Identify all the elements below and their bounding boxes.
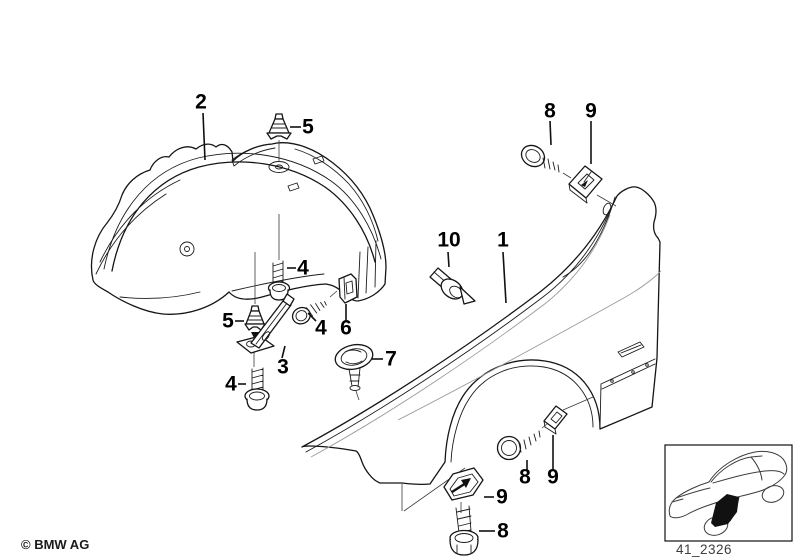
front-fender-drawing — [301, 186, 662, 486]
clip-nut-9-top — [568, 165, 603, 204]
car-location-inset — [664, 444, 793, 542]
diagram-code: 41_2326 — [676, 542, 733, 557]
callout-part-3[interactable]: 3 — [277, 355, 289, 379]
callout-part-5-mid[interactable]: 5 — [222, 309, 234, 333]
callout-part-6[interactable]: 6 — [340, 316, 352, 340]
callout-part-4-angled[interactable]: 4 — [315, 316, 327, 340]
callout-part-9-mid[interactable]: 9 — [547, 465, 559, 489]
screw-4-angled — [291, 301, 327, 325]
callout-part-8-top[interactable]: 8 — [544, 99, 556, 123]
screw-8-top — [520, 144, 560, 173]
clip-nut-9-mid — [543, 405, 568, 435]
clip-nut-6 — [338, 273, 358, 304]
wheel-arch-liner-drawing — [90, 142, 387, 315]
rivet-10 — [429, 267, 476, 305]
callout-part-9-top[interactable]: 9 — [585, 99, 597, 123]
screw-8-mid — [496, 430, 541, 461]
screw-4-lower — [244, 367, 270, 411]
callout-part-4-upper[interactable]: 4 — [297, 256, 309, 280]
plug-7 — [334, 343, 374, 391]
callout-part-9-bottom[interactable]: 9 — [496, 485, 508, 509]
car-thumbnail — [668, 450, 788, 536]
callout-part-8-bottom[interactable]: 8 — [497, 519, 509, 543]
screw-8-bottom — [449, 505, 479, 556]
callout-part-5-top[interactable]: 5 — [302, 115, 314, 139]
callout-part-10[interactable]: 10 — [437, 228, 461, 252]
callout-part-4-lower[interactable]: 4 — [225, 372, 237, 396]
leader-lines — [202, 112, 592, 532]
callout-part-8-mid[interactable]: 8 — [519, 465, 531, 489]
expanding-rivet-mid — [244, 305, 266, 340]
clip-nut-9-bottom — [443, 467, 484, 501]
bmw-copyright: © BMW AG — [21, 537, 90, 552]
callout-part-1[interactable]: 1 — [497, 228, 509, 252]
callout-part-7[interactable]: 7 — [385, 347, 397, 371]
callout-part-2[interactable]: 2 — [195, 90, 207, 114]
highlighted-fender-area — [711, 494, 739, 527]
bracket-3 — [236, 293, 295, 354]
expanding-rivet-top — [266, 113, 292, 140]
